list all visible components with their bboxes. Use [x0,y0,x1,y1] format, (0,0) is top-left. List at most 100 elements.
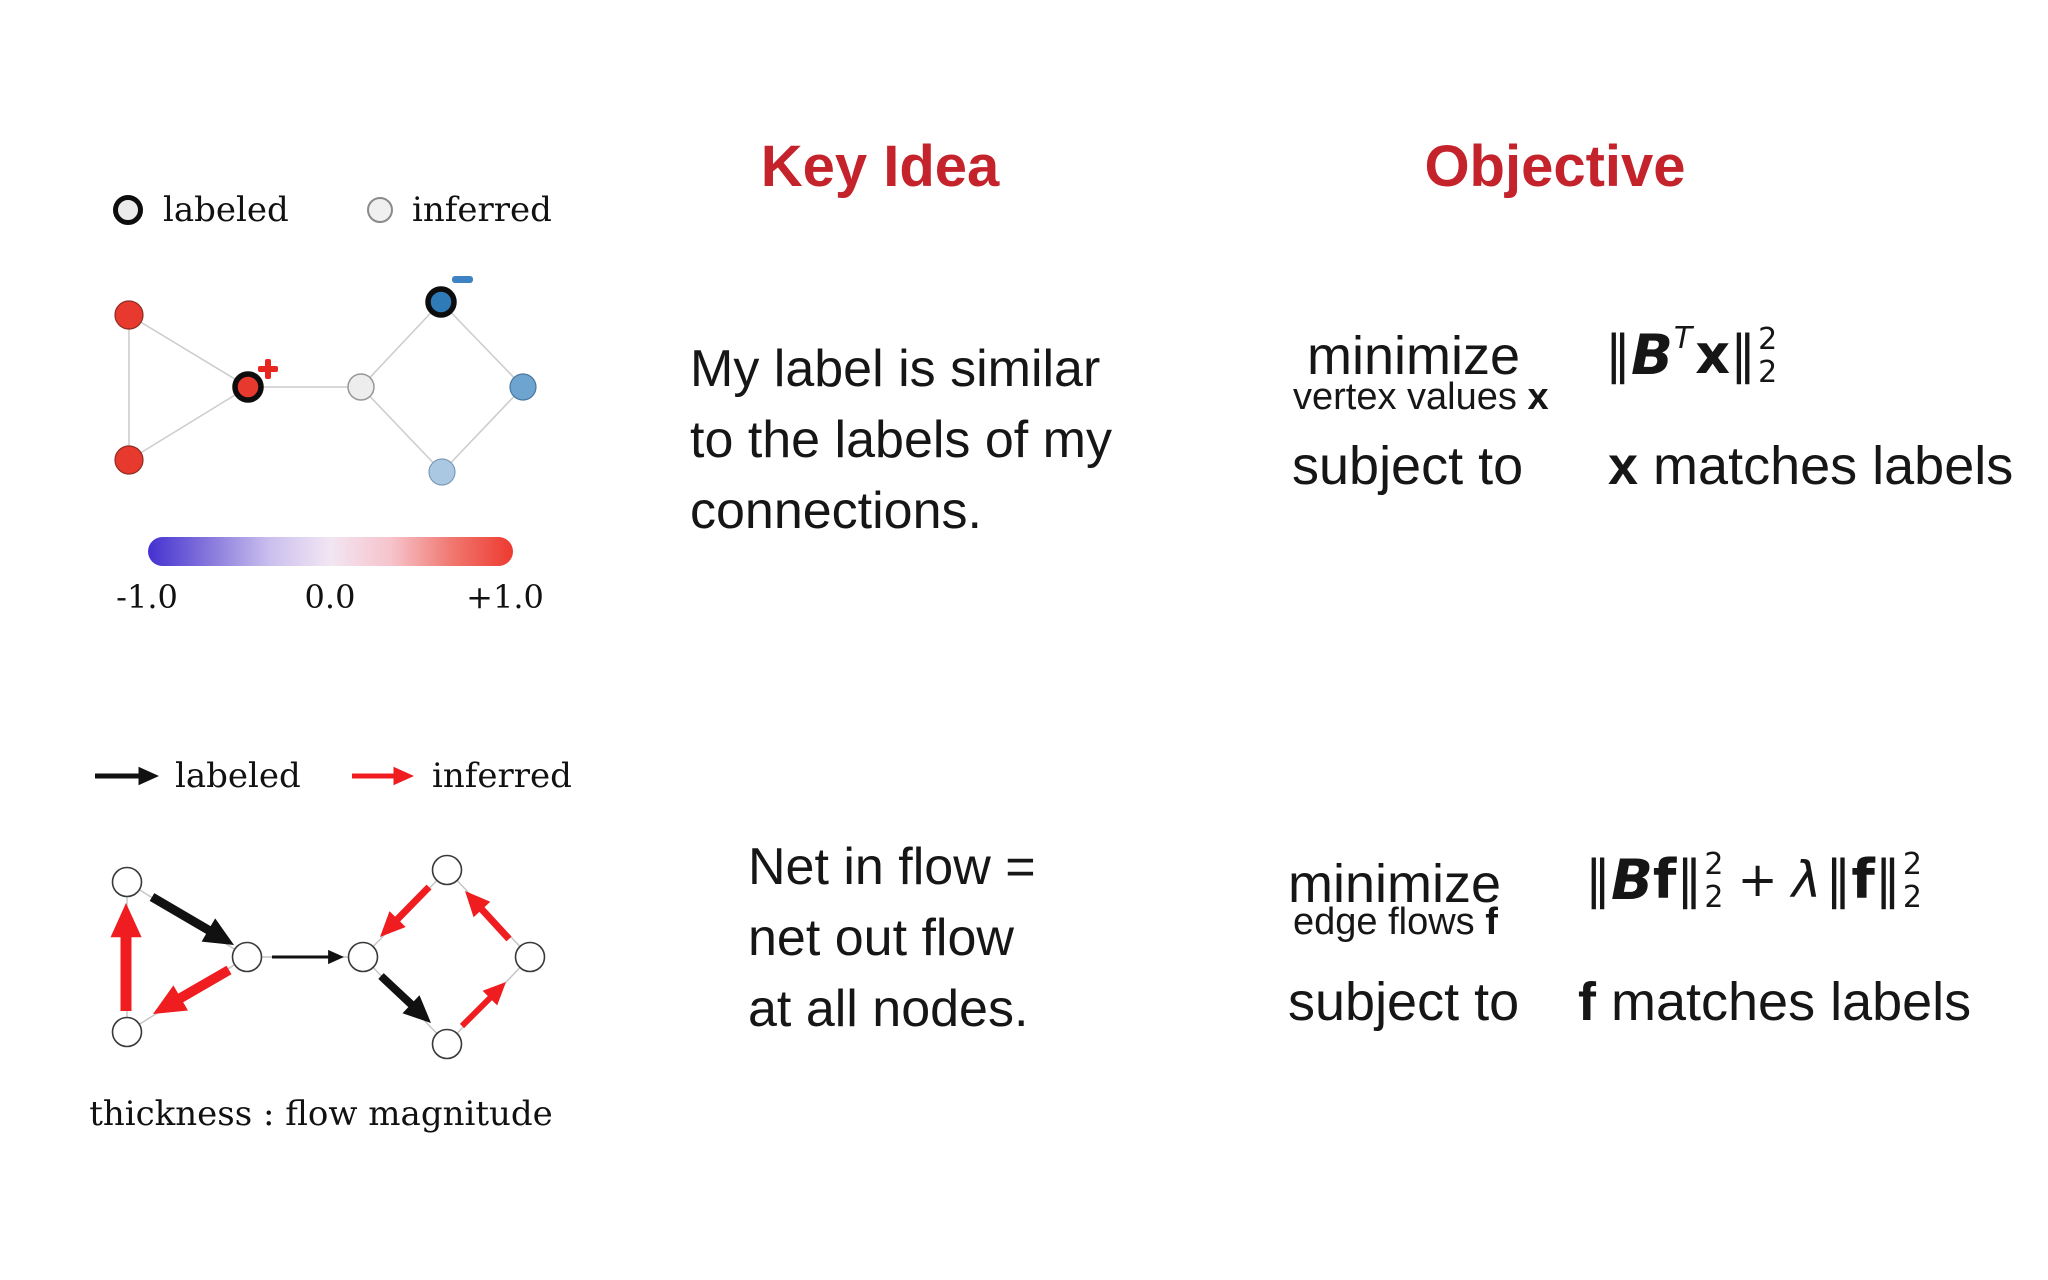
idea-line: at all nodes. [748,980,1029,1038]
legend-label: inferred [412,190,552,230]
labeled-node-icon [113,195,143,225]
vector-x: x [1695,323,1731,386]
norm-bar: ‖ [1730,325,1757,385]
subscript-2: 2 [1902,880,1922,915]
minimize-label: minimize [1288,854,1502,914]
norm-bar: ‖ [1605,325,1631,385]
node-blue-bottom [428,458,456,486]
constraint-var: x [1608,436,1639,496]
flow-graph [110,854,546,1060]
flow-legend-labeled: labeled [93,756,301,796]
incidence-matrix-B: B [1631,322,1673,387]
graph-edge [360,386,443,473]
node-labeled-positive [232,371,264,403]
node-inferred-neutral [347,373,375,401]
superscript-2: 2 [1758,322,1778,357]
flow-node [111,1016,143,1048]
flow-node [231,941,263,973]
key-idea-text-flow: Net in flow = net out flow at all nodes. [748,832,1036,1045]
flow-node [514,941,546,973]
inferred-node-icon [367,197,393,223]
minimize-label: minimize [1307,326,1521,386]
flow-node [431,854,463,886]
legend-inferred-arrow [352,766,414,786]
flow-arrow-labeled [149,893,234,945]
flow-arrow-inferred [380,884,432,937]
subscript-2: 2 [1758,355,1778,390]
key-idea-header: Key Idea [760,134,1000,199]
plus-operator: + [1737,852,1778,908]
constraint-text: matches labels [1638,436,2014,496]
graph-edge [441,386,524,473]
graph-edge [128,314,249,388]
flow-legend-inferred: inferred [350,756,572,796]
norm-bar: ‖ [1825,850,1852,910]
graph-edge [128,386,249,461]
idea-line: net out flow [748,909,1014,967]
transpose-T: T [1673,321,1693,356]
idea-line: My label is similar [690,340,1101,398]
inferred-arrow-icon [352,766,414,786]
node-blue-right [509,373,537,401]
constraint-flow: f matches labels [1578,975,1971,1029]
labeled-arrow-icon [95,766,159,786]
incidence-matrix-B: B [1611,847,1653,912]
graph-edge [440,301,524,388]
minimize-subscript: vertex values x [1293,378,1549,416]
subscript-text: vertex values [1293,376,1528,418]
node-red-topleft [114,300,144,330]
flow-arrow-inferred [465,891,512,942]
minimize-subscript: edge flows f [1293,903,1498,941]
vector-f: f [1851,848,1875,911]
lambda: λ [1791,851,1822,909]
colorbar-tick: +1.0 [466,578,544,616]
node-labeled-negative [425,286,457,318]
norm-bar: ‖ [1676,850,1703,910]
constraint-var: f [1578,972,1596,1032]
flow-node [347,941,379,973]
subscript-2: 2 [1704,880,1724,915]
flow-arrow-labeled [378,973,431,1023]
minus-mark [452,276,473,283]
plus-mark [265,359,271,379]
constraint-text: matches labels [1595,972,1972,1032]
colorbar [148,537,513,566]
idea-line: connections. [690,482,982,540]
vertex-graph [114,276,537,486]
subscript-text: edge flows [1293,901,1486,943]
node-red-bottomleft [114,445,144,475]
colorbar-tick: -1.0 [116,578,178,616]
subscript-var: x [1527,376,1549,418]
flow-arrow-inferred [459,982,506,1029]
legend-label: labeled [175,756,301,796]
legend-label: labeled [163,190,289,230]
norm-bar: ‖ [1585,850,1611,910]
colorbar-tick: 0.0 [304,578,356,616]
vertex-legend-inferred: inferred [367,190,552,230]
subject-to-label: subject to [1288,972,1520,1032]
flow-arrow-labeled [272,949,344,965]
legend-labeled-arrow [95,766,159,786]
objective-header: Objective [1424,134,1686,199]
norm-bar: ‖ [1874,850,1901,910]
subscript-var: f [1485,901,1498,943]
graph-edge [360,301,442,388]
key-idea-text-vertex: My label is similar to the labels of my … [690,334,1112,547]
legend-label: inferred [432,756,572,796]
subject-to-label: subject to [1292,436,1524,496]
idea-line: to the labels of my [690,411,1112,469]
flow-arrow-inferred [110,903,142,1011]
vertex-legend-labeled: labeled [113,190,289,230]
superscript-2: 2 [1704,847,1724,882]
superscript-2: 2 [1902,847,1922,882]
idea-line: Net in flow = [748,838,1036,896]
constraint-vertex: x matches labels [1608,439,2013,493]
vector-f: f [1652,848,1677,911]
flow-caption: thickness : flow magnitude [89,1094,553,1134]
